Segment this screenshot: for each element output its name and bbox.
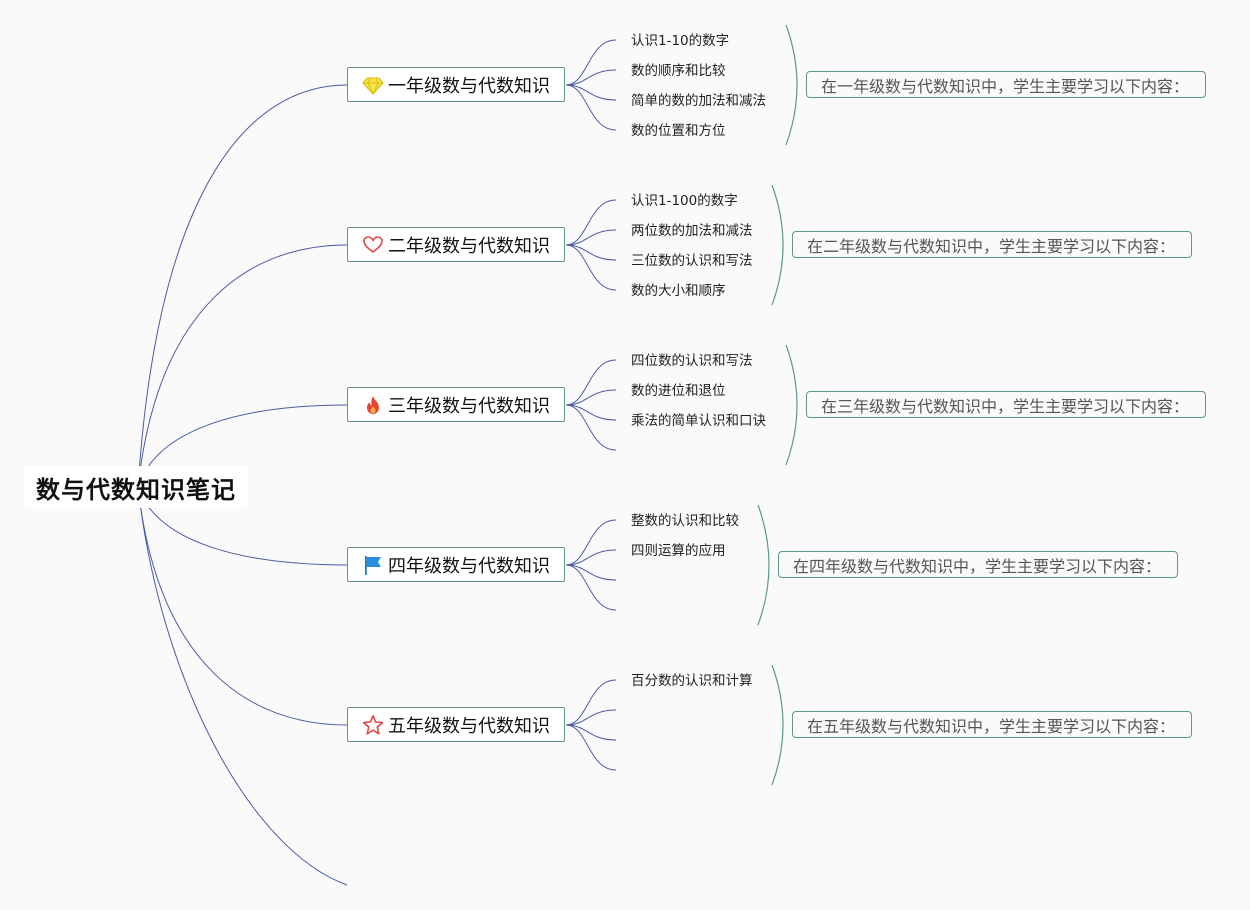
root-connector-extra (137, 486, 348, 886)
leaf-connector-2-4 (565, 244, 617, 291)
leaf-connector-4-3 (565, 564, 617, 581)
leaf-1-2[interactable]: 数的顺序和比较 (631, 63, 726, 79)
leaf-1-1[interactable]: 认识1-10的数字 (631, 33, 730, 49)
branch-grade-3[interactable]: 三年级数与代数知识 (347, 387, 565, 422)
summary-grade-3[interactable]: 在三年级数与代数知识中，学生主要学习以下内容： (806, 391, 1206, 418)
leaf-connector-4-2 (565, 549, 617, 566)
summary-grade-2[interactable]: 在二年级数与代数知识中，学生主要学习以下内容： (792, 231, 1192, 258)
branch-label: 三年级数与代数知识 (388, 395, 550, 417)
leaf-3-1[interactable]: 四位数的认识和写法 (631, 353, 753, 369)
branch-grade-1[interactable]: 一年级数与代数知识 (347, 67, 565, 102)
leaf-2-1[interactable]: 认识1-100的数字 (631, 193, 738, 209)
root-connector-2 (137, 244, 348, 488)
summary-text: 在三年级数与代数知识中，学生主要学习以下内容： (821, 396, 1190, 416)
leaf-connector-1-4 (565, 84, 617, 131)
branch-grade-5[interactable]: 五年级数与代数知识 (347, 707, 565, 742)
summary-grade-1[interactable]: 在一年级数与代数知识中，学生主要学习以下内容： (806, 71, 1206, 98)
branch-label: 一年级数与代数知识 (388, 75, 550, 97)
leaf-connector-3-3 (565, 404, 617, 421)
root-title: 数与代数知识笔记 (36, 475, 236, 504)
flag-icon (362, 554, 384, 576)
leaf-connector-1-3 (565, 84, 617, 101)
leaf-connector-2-3 (565, 244, 617, 261)
branch-grade-4[interactable]: 四年级数与代数知识 (347, 547, 565, 582)
leaf-connector-4-1 (565, 519, 617, 566)
summary-text: 在四年级数与代数知识中，学生主要学习以下内容： (793, 556, 1162, 576)
fire-icon (362, 394, 384, 416)
leaf-1-4[interactable]: 数的位置和方位 (631, 123, 726, 139)
branch-grade-2[interactable]: 二年级数与代数知识 (347, 227, 565, 262)
summary-text: 在五年级数与代数知识中，学生主要学习以下内容： (807, 716, 1176, 736)
leaf-connector-5-1 (565, 679, 617, 726)
leaf-1-3[interactable]: 简单的数的加法和减法 (631, 93, 766, 109)
leaf-4-1[interactable]: 整数的认识和比较 (631, 513, 739, 529)
root-topic[interactable]: 数与代数知识笔记 (24, 466, 248, 508)
leaf-connector-3-1 (565, 359, 617, 406)
leaf-connector-5-2 (565, 709, 617, 726)
summary-brace-5 (771, 664, 784, 786)
summary-brace-1 (785, 24, 798, 146)
leaf-connector-3-2 (565, 389, 617, 406)
summary-brace-2 (771, 184, 784, 306)
root-connector-5 (137, 486, 348, 726)
branch-label: 五年级数与代数知识 (388, 715, 550, 737)
leaf-3-3[interactable]: 乘法的简单认识和口诀 (631, 413, 766, 429)
leaf-connector-1-1 (565, 39, 617, 86)
leaf-2-2[interactable]: 两位数的加法和减法 (631, 223, 753, 239)
root-connector-3 (137, 404, 348, 488)
leaf-5-1[interactable]: 百分数的认识和计算 (631, 673, 753, 689)
summary-brace-3 (785, 344, 798, 466)
summary-text: 在一年级数与代数知识中，学生主要学习以下内容： (821, 76, 1190, 96)
summary-grade-5[interactable]: 在五年级数与代数知识中，学生主要学习以下内容： (792, 711, 1192, 738)
leaf-3-2[interactable]: 数的进位和退位 (631, 383, 726, 399)
star-icon (362, 714, 384, 736)
leaf-2-4[interactable]: 数的大小和顺序 (631, 283, 726, 299)
leaf-connector-5-3 (565, 724, 617, 741)
leaf-connector-3-4 (565, 404, 617, 451)
leaf-connector-2-1 (565, 199, 617, 246)
leaf-connector-2-2 (565, 229, 617, 246)
leaf-connector-1-2 (565, 69, 617, 86)
leaf-2-3[interactable]: 三位数的认识和写法 (631, 253, 753, 269)
branch-label: 二年级数与代数知识 (388, 235, 550, 257)
leaf-connector-5-4 (565, 724, 617, 771)
summary-brace-4 (757, 504, 770, 626)
diamond-icon (362, 74, 384, 96)
heart-icon (362, 234, 384, 256)
branch-label: 四年级数与代数知识 (388, 555, 550, 577)
root-connector-1 (137, 84, 348, 488)
summary-text: 在二年级数与代数知识中，学生主要学习以下内容： (807, 236, 1176, 256)
summary-grade-4[interactable]: 在四年级数与代数知识中，学生主要学习以下内容： (778, 551, 1178, 578)
leaf-connector-4-4 (565, 564, 617, 611)
leaf-4-2[interactable]: 四则运算的应用 (631, 543, 726, 559)
